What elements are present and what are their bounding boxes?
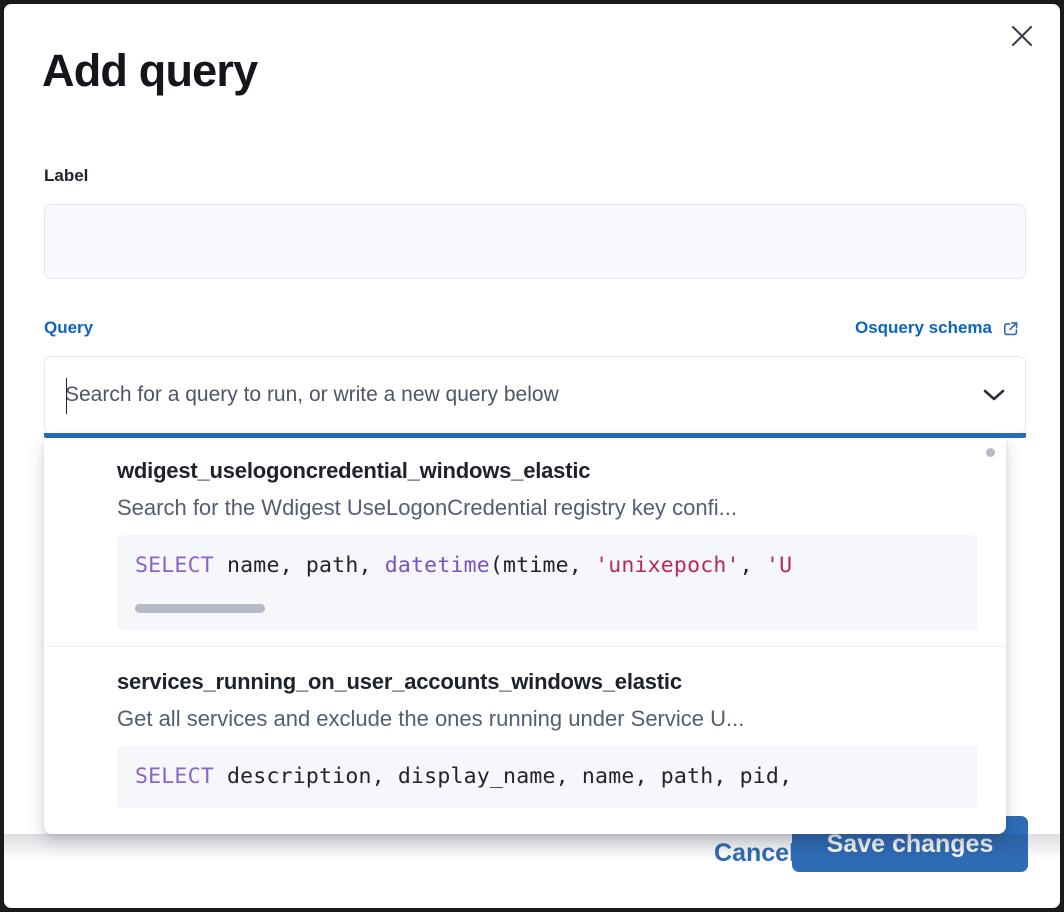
external-link-icon (1003, 321, 1018, 335)
list-item[interactable]: services_running_on_user_accounts_window… (44, 646, 1006, 808)
query-suggestions-dropdown[interactable]: wdigest_uselogoncredential_windows_elast… (44, 438, 1006, 834)
code-horizontal-scrollbar[interactable] (135, 604, 265, 613)
cancel-button[interactable]: Cancel (700, 829, 810, 878)
query-description: Search for the Wdigest UseLogonCredentia… (117, 495, 737, 520)
query-title: services_running_on_user_accounts_window… (117, 669, 682, 694)
close-icon-glyph (1011, 25, 1033, 47)
code-token: datetime (384, 553, 490, 578)
label-field-label: Label (44, 166, 89, 185)
add-query-dialog: Add query Label Query Osquery schema Sea… (4, 4, 1060, 908)
list-item[interactable]: wdigest_uselogoncredential_windows_elast… (44, 438, 1006, 630)
combobox-focus-underline (44, 433, 1026, 438)
close-icon[interactable] (1002, 16, 1042, 56)
query-search-placeholder: Search for a query to run, or write a ne… (65, 383, 559, 406)
chevron-down-icon[interactable] (969, 386, 1009, 404)
text-cursor (66, 378, 67, 414)
chevron-down-icon-glyph (983, 389, 1005, 401)
code-token: (mtime, (489, 553, 596, 578)
query-field-label: Query (44, 318, 94, 337)
dropdown-scrollbar[interactable] (986, 448, 995, 457)
query-code-preview[interactable]: SELECT name, path, datetime(mtime, 'unix… (117, 535, 978, 630)
code-token: SELECT (135, 764, 214, 789)
query-description: Get all services and exclude the ones ru… (117, 706, 745, 731)
query-title: wdigest_uselogoncredential_windows_elast… (117, 458, 591, 483)
code-token: 'unixepoch' (595, 553, 740, 578)
code-token: SELECT (135, 553, 214, 578)
osquery-schema-link[interactable]: Osquery schema (855, 318, 1020, 338)
label-input[interactable] (44, 204, 1026, 279)
code-token: , (739, 553, 766, 578)
code-token: description, display_name, name, path, p… (213, 764, 793, 789)
query-search-combobox[interactable]: Search for a query to run, or write a ne… (44, 356, 1026, 434)
query-code-preview[interactable]: SELECT description, display_name, name, … (117, 746, 978, 808)
code-token: 'U (765, 553, 793, 578)
code-token: name, path, (213, 553, 385, 578)
osquery-schema-label: Osquery schema (854, 318, 992, 337)
page-title: Add query (42, 45, 258, 96)
